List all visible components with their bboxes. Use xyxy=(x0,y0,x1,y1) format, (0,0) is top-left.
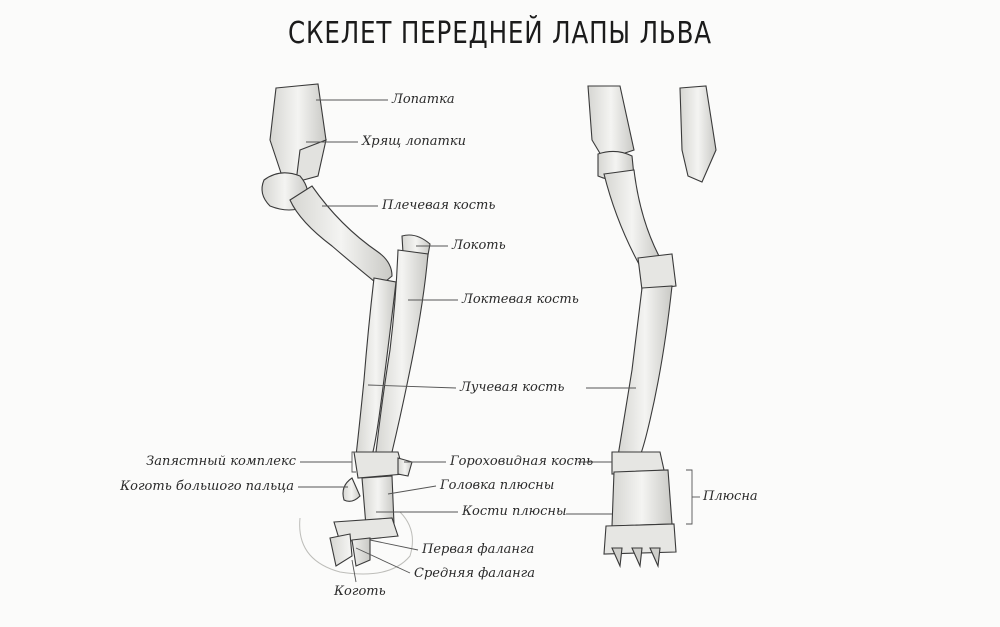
label-metacarpal-head: Головка плюсны xyxy=(440,478,555,493)
front-metacarpals xyxy=(611,469,673,527)
front-digits xyxy=(603,523,677,555)
leader-metacarpal-head xyxy=(387,485,437,495)
front-humerus-bone xyxy=(603,169,661,267)
leader-first-phalanx xyxy=(369,539,419,551)
label-pisiform: Гороховидная кость xyxy=(450,454,594,469)
label-scapula-cartilage: Хрящ лопатки xyxy=(362,134,467,149)
leader-radius xyxy=(367,384,457,389)
front-elbow xyxy=(637,253,677,291)
leader-lines xyxy=(298,99,700,583)
paw-outline xyxy=(299,511,413,575)
front-view-leg xyxy=(587,85,717,569)
leader-claw xyxy=(351,559,357,583)
label-claw: Коготь xyxy=(334,584,386,599)
claws xyxy=(329,533,371,567)
scapula-cartilage-bone xyxy=(295,139,327,183)
label-ulna: Локтевая кость xyxy=(462,292,579,307)
leader-middle-phalanx xyxy=(355,547,411,574)
front-forearm-bones xyxy=(617,285,673,457)
label-elbow: Локоть xyxy=(452,238,506,253)
label-dewclaw: Коготь большого пальца xyxy=(120,479,294,494)
diagram-title: СКЕЛЕТ ПЕРЕДНЕЙ ЛАПЫ ЛЬВА xyxy=(288,16,712,51)
label-first-phalanx: Первая фаланга xyxy=(422,542,535,557)
bracket-metacarpus xyxy=(686,469,693,525)
label-metacarpus: Плюсна xyxy=(703,489,758,504)
front-scapula-bone xyxy=(587,85,635,161)
carpal-bones xyxy=(353,451,405,479)
bracket-carpal xyxy=(351,451,356,473)
label-metacarpals: Кости плюсны xyxy=(462,504,567,519)
label-humerus: Плечевая кость xyxy=(382,198,496,213)
side-scapula-bone xyxy=(679,85,717,183)
dewclaw-bone xyxy=(342,477,361,502)
label-carpal-complex: Запястный комплекс xyxy=(146,454,296,469)
label-scapula: Лопатка xyxy=(392,92,455,107)
front-claws xyxy=(611,547,661,569)
label-middle-phalanx: Средняя фаланга xyxy=(414,566,535,581)
side-view-leg xyxy=(261,83,431,575)
humerus-bone xyxy=(289,185,393,287)
label-radius: Лучевая кость xyxy=(460,380,565,395)
pisiform-bone xyxy=(397,457,413,477)
